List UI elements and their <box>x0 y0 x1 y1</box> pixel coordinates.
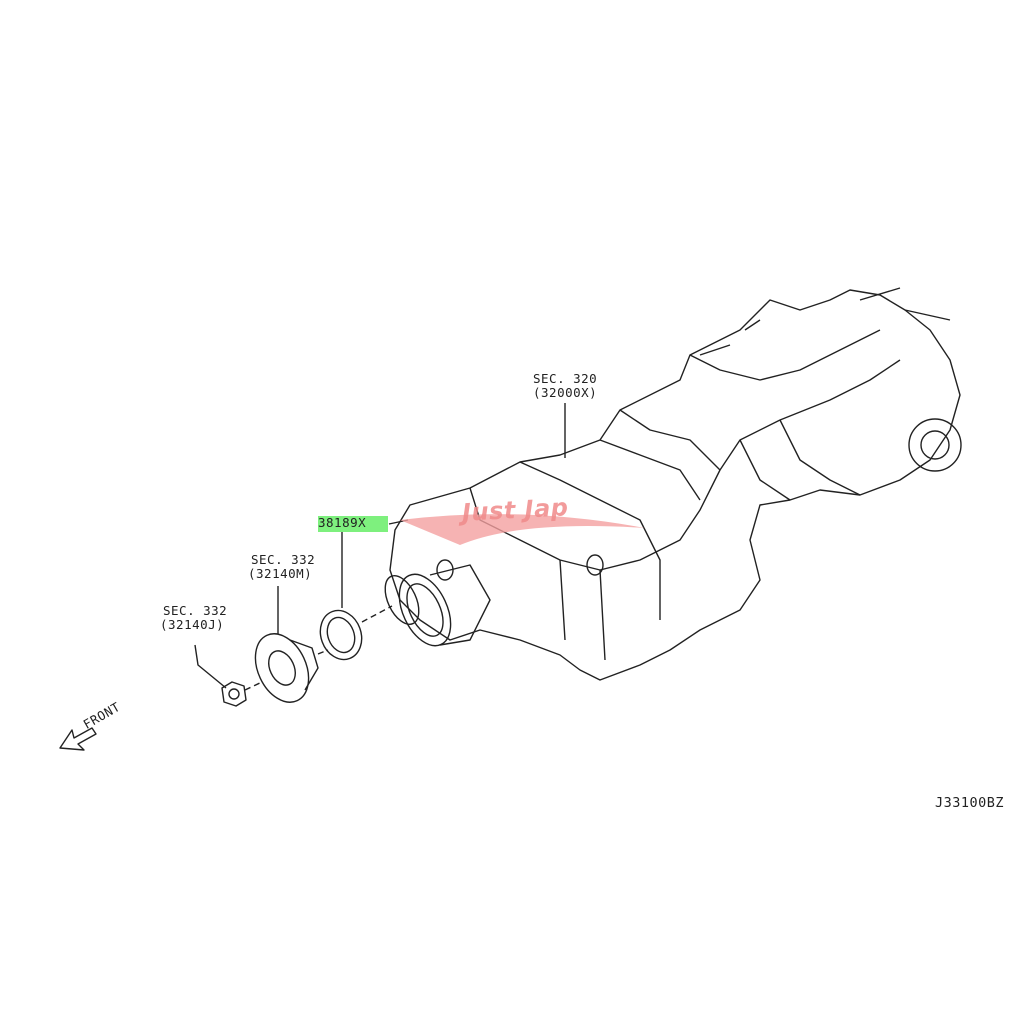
section-label: SEC. 320 <box>533 371 598 386</box>
companion-flange <box>254 633 310 703</box>
diagram-code: J33100BZ <box>935 795 1005 811</box>
oil-seal <box>319 609 363 661</box>
watermark-logo: Just Jap <box>461 493 570 527</box>
part-code: (32140M) <box>248 566 313 581</box>
callout-sec332-32140m[interactable]: SEC. 332 (32140M) <box>248 553 315 581</box>
part-code: (32000X) <box>533 385 598 400</box>
front-arrow-icon <box>59 727 97 751</box>
callout-38189x[interactable]: 38189X <box>318 516 389 532</box>
section-label: SEC. 332 <box>251 552 316 567</box>
callout-sec332-32140j[interactable]: SEC. 332 (32140J) <box>160 604 227 632</box>
transmission-case <box>389 289 961 681</box>
flange-nut <box>221 681 247 707</box>
part-code: (32140J) <box>160 617 225 632</box>
callout-sec320[interactable]: SEC. 320 (32000X) <box>533 372 597 400</box>
section-label: SEC. 332 <box>163 603 228 618</box>
